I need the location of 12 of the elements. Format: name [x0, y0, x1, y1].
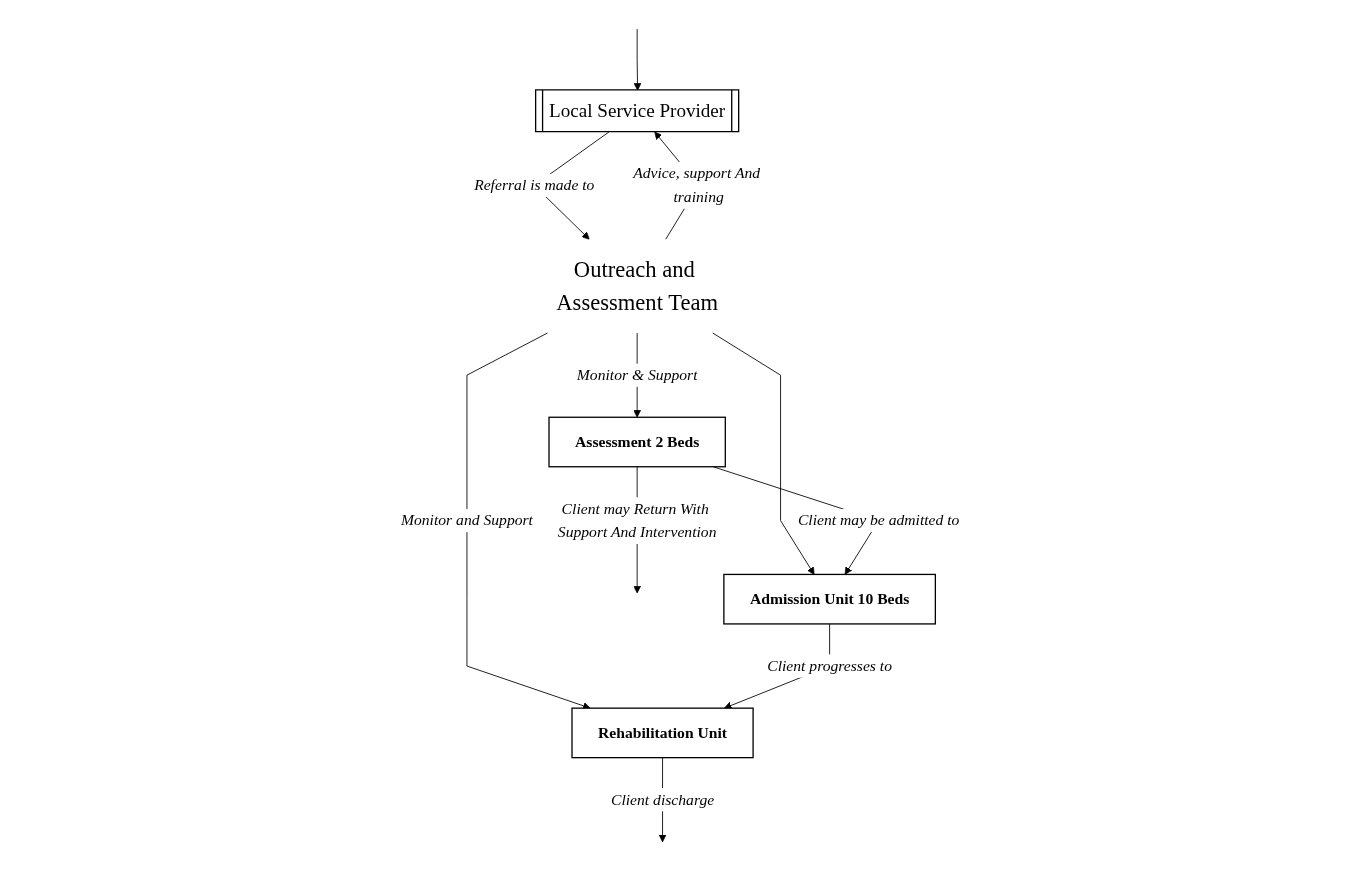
edge-label: Monitor & Support	[577, 366, 698, 384]
node-text: Outreach and Assessment Team	[556, 256, 719, 316]
edge-label: Monitor and Support	[401, 511, 534, 529]
edge-label: Client may Return With Support And Intervention	[558, 499, 717, 541]
node-box: Admission Unit 10 Beds	[723, 573, 937, 625]
edge-label: Client may be admitted to	[798, 511, 960, 529]
edge-label: Advice, support And training	[633, 164, 761, 206]
edge-label: Client progresses to	[767, 656, 893, 675]
edge-label: Referral is made to	[474, 176, 595, 194]
node-box: Rehabilitation Unit	[571, 707, 755, 759]
node-box: Assessment 2 Beds	[548, 416, 727, 468]
edge-label: Client discharge	[611, 790, 715, 809]
